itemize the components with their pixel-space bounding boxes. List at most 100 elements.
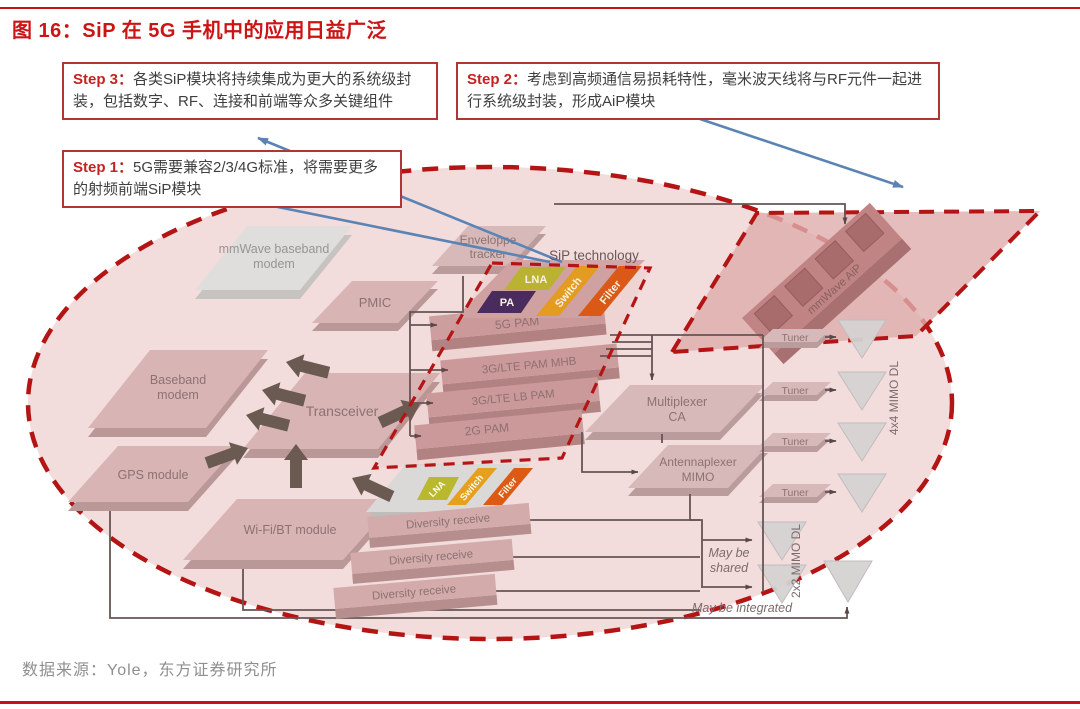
antenna-icon — [837, 371, 887, 411]
bar-diversity-3: Diversity receive — [333, 573, 498, 619]
face-front — [431, 323, 607, 352]
step1-label: Step 1： — [73, 159, 134, 176]
may-be-shared-label: May be — [709, 546, 750, 560]
block-label: GPS module — [118, 468, 189, 482]
chip-switch — [536, 266, 600, 316]
step1-text: 5G需要兼容2/3/4G标准，将需要更多的射频前端SiP模块 — [73, 159, 379, 198]
face-top — [312, 281, 438, 323]
flow-arrow-icon — [246, 407, 291, 432]
sip-chip-stack-top: LNA PA Switch Filter — [455, 260, 645, 318]
sip-stack-dashed-outline — [371, 261, 653, 470]
face-front — [416, 433, 585, 461]
sip-chip-stack-lower: LNA Switch Filter — [366, 464, 533, 520]
flow-arrow-icon — [284, 444, 308, 488]
connector-lines-bottom — [109, 511, 850, 619]
tuner-label: Tuner — [781, 385, 809, 397]
face-top — [440, 343, 619, 385]
chip-switch — [447, 468, 497, 505]
step3-label: Step 3： — [73, 71, 134, 88]
block-tuner-2: Tuner — [759, 382, 831, 401]
face-front — [369, 523, 532, 548]
arrow-to-step1 — [242, 198, 551, 264]
step3-callout: Step 3：各类SiP模块将持续集成为更大的系统级封装，包括数字、RF、连接和… — [62, 62, 438, 120]
block-mmwave-baseband-modem: mmWave baseband modem — [195, 226, 352, 299]
step2-label: Step 2： — [467, 71, 528, 88]
face-top — [367, 502, 531, 538]
flow-arrow-icon — [262, 382, 307, 407]
aip-antenna-patch — [753, 294, 794, 335]
face-top — [350, 538, 514, 574]
block-tuner-3: Tuner — [759, 433, 831, 452]
face-top — [426, 377, 600, 418]
bottom-rule — [0, 701, 1080, 704]
tuner-label: Tuner — [781, 487, 809, 499]
antenna-triangles-4x4 — [837, 319, 887, 513]
block-label: MIMO — [682, 470, 715, 484]
aip-antenna-patch — [814, 240, 855, 280]
face-top — [759, 433, 831, 446]
face-front — [335, 594, 498, 619]
step1-callout: Step 1：5G需要兼容2/3/4G标准，将需要更多的射频前端SiP模块 — [62, 150, 402, 208]
tuner-label: Tuner — [781, 436, 809, 448]
face-top — [759, 329, 831, 342]
face-top — [585, 385, 765, 432]
mimo-4x4-label: 4x4 MIMO DL — [887, 361, 901, 435]
block-tuner-1: Tuner — [759, 329, 831, 348]
antenna-icon — [837, 422, 887, 462]
antenna-triangles-2x2 — [757, 521, 873, 604]
block-label: Wi-Fi/BT module — [244, 523, 337, 537]
aip-antenna-patch — [784, 267, 824, 308]
mimo-2x2-label: 2x2 MIMO DL — [789, 524, 803, 598]
face-top — [759, 382, 831, 395]
block-label: modem — [157, 388, 199, 402]
wire-wifi-bottom — [242, 568, 700, 611]
block-label: Baseband — [150, 373, 206, 387]
face-top — [68, 446, 238, 502]
flow-arrows — [204, 354, 420, 503]
wire-envelope-bus — [409, 276, 464, 436]
chip-filter — [578, 266, 642, 316]
data-source: 数据来源：Yole，东方证券研究所 — [22, 662, 278, 679]
flow-arrow-icon — [204, 442, 248, 469]
block-pmic: PMIC — [312, 281, 438, 331]
chip-pa-label: PA — [500, 297, 515, 309]
figure-title: 图 16：SiP 在 5G 手机中的应用日益广泛 — [12, 20, 388, 42]
face-top — [88, 350, 268, 428]
flow-arrow-icon — [286, 354, 331, 379]
face-top — [333, 573, 497, 609]
face-front — [352, 559, 515, 584]
chip-filter — [483, 468, 533, 505]
arrow-step2-to-aip — [699, 117, 904, 189]
may-be-shared-label2: shared — [710, 561, 749, 575]
wire-antennaplexer-in — [581, 432, 639, 475]
bar-label: 2G PAM — [464, 420, 510, 438]
step2-text: 考虑到高频通信易损耗特性，毫米波天线将与RF元件一起进行系统级封装，形成AiP模… — [467, 71, 923, 110]
aip-antenna-patch — [844, 212, 885, 253]
may-be-integrated-label: May be integrated — [692, 601, 793, 615]
block-label: CA — [668, 410, 686, 424]
antenna-icon — [757, 564, 807, 604]
block-antennaplexer-mimo: Antennaplexer MIMO — [628, 445, 768, 496]
block-wifi-bt-module: Wi-Fi/BT module — [183, 499, 397, 569]
chip-pa — [477, 291, 536, 313]
block-label: Transceiver — [306, 403, 379, 419]
antenna-icon — [823, 560, 873, 603]
block-label: mmWave baseband — [219, 242, 330, 256]
block-label: PMIC — [359, 295, 392, 310]
chip-lna-label: LNA — [525, 274, 548, 286]
tuner-column: Tuner Tuner Tuner Tuner — [759, 329, 831, 503]
face-top — [628, 445, 768, 488]
face-top — [759, 484, 831, 497]
step3-text: 各类SiP模块将持续集成为更大的系统级封装，包括数字、RF、连接和前端等众多关键… — [73, 71, 412, 110]
wire-aip-feed — [554, 203, 848, 225]
block-gps-module: GPS module — [68, 446, 238, 511]
step2-callout: Step 2：考虑到高频通信易损耗特性，毫米波天线将与RF元件一起进行系统级封装… — [456, 62, 940, 120]
block-baseband-modem: Baseband modem — [88, 350, 268, 437]
chip-lna — [417, 477, 459, 500]
bar-label: 5G PAM — [494, 314, 540, 332]
top-rule — [0, 7, 1080, 9]
sip-technology-label: SiP technology — [549, 248, 639, 263]
antenna-icon — [837, 473, 887, 513]
bar-2g-pam: 2G PAM — [414, 409, 585, 461]
